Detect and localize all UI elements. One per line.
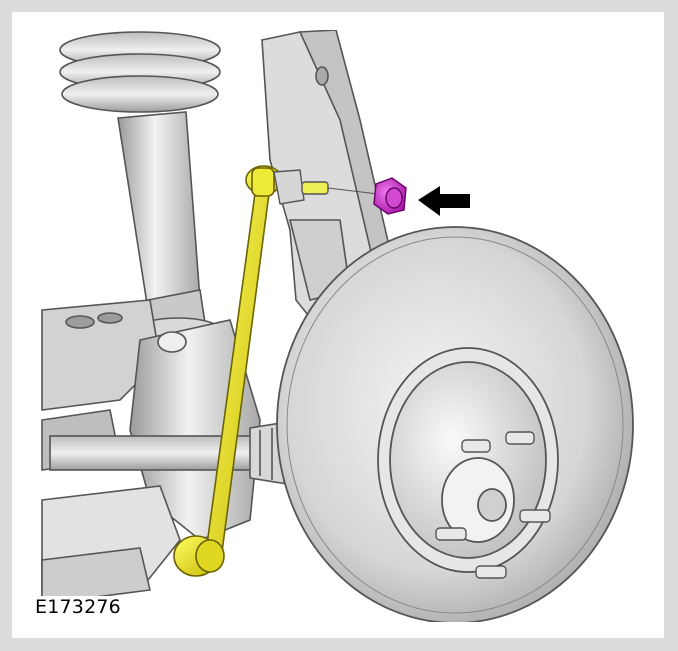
coil-spring <box>59 31 221 113</box>
figure-id-label: E173276 <box>33 596 123 618</box>
wheel-studs <box>435 431 551 579</box>
lower-control-arm <box>41 485 181 605</box>
ball-joint-stud <box>273 169 379 205</box>
arrow-left-icon <box>418 186 470 216</box>
brake-disc <box>276 226 634 622</box>
stabilizer-link <box>173 165 283 577</box>
locking-nut <box>373 177 407 215</box>
suspension-illustration <box>41 30 634 622</box>
